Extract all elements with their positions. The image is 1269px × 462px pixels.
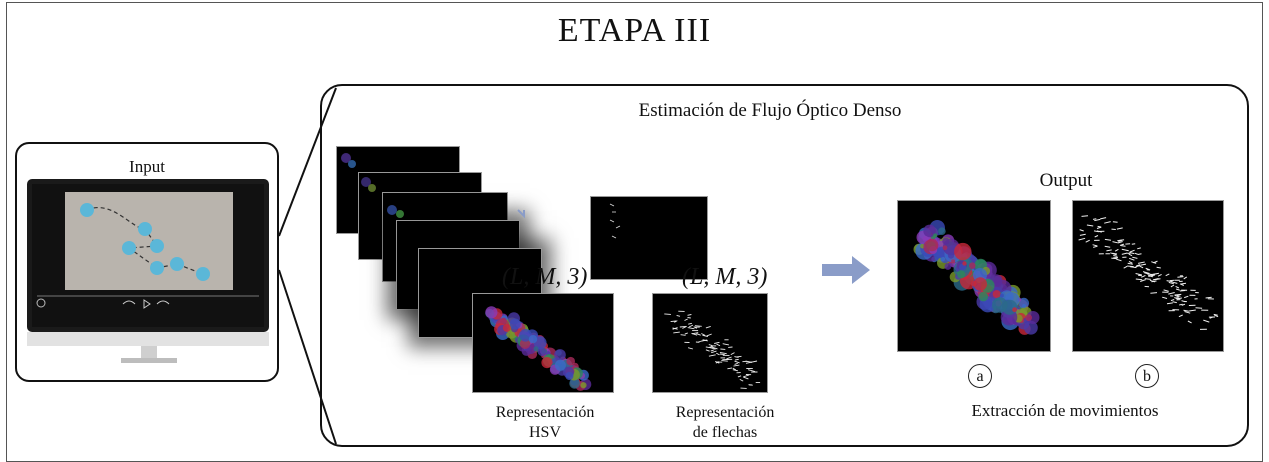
flow-title: Estimación de Flujo Óptico Denso	[560, 100, 980, 122]
flow-arrow-icon	[822, 256, 872, 284]
hsv-shape-tuple: (L, M, 3)	[502, 264, 587, 291]
hsv-label-line2: HSV	[470, 422, 620, 444]
small-tick-icon	[518, 208, 530, 220]
output-arrows-texture	[1072, 200, 1224, 352]
output-marker-a: a	[968, 364, 992, 388]
output-hsv-texture	[897, 200, 1051, 352]
arrows-label-line1: Representación	[650, 402, 800, 424]
output-caption: Extracción de movimientos	[930, 400, 1200, 422]
output-marker-b: b	[1135, 364, 1159, 388]
hsv-stack-texture	[336, 146, 476, 236]
hsv-label-line1: Representación	[470, 402, 620, 424]
arrows-label-line2: de flechas	[650, 422, 800, 444]
arrows-texture	[652, 293, 768, 393]
output-label: Output	[1016, 170, 1116, 192]
hsv-cells-texture	[472, 293, 614, 393]
arrows-shape-tuple: (L, M, 3)	[682, 264, 767, 291]
